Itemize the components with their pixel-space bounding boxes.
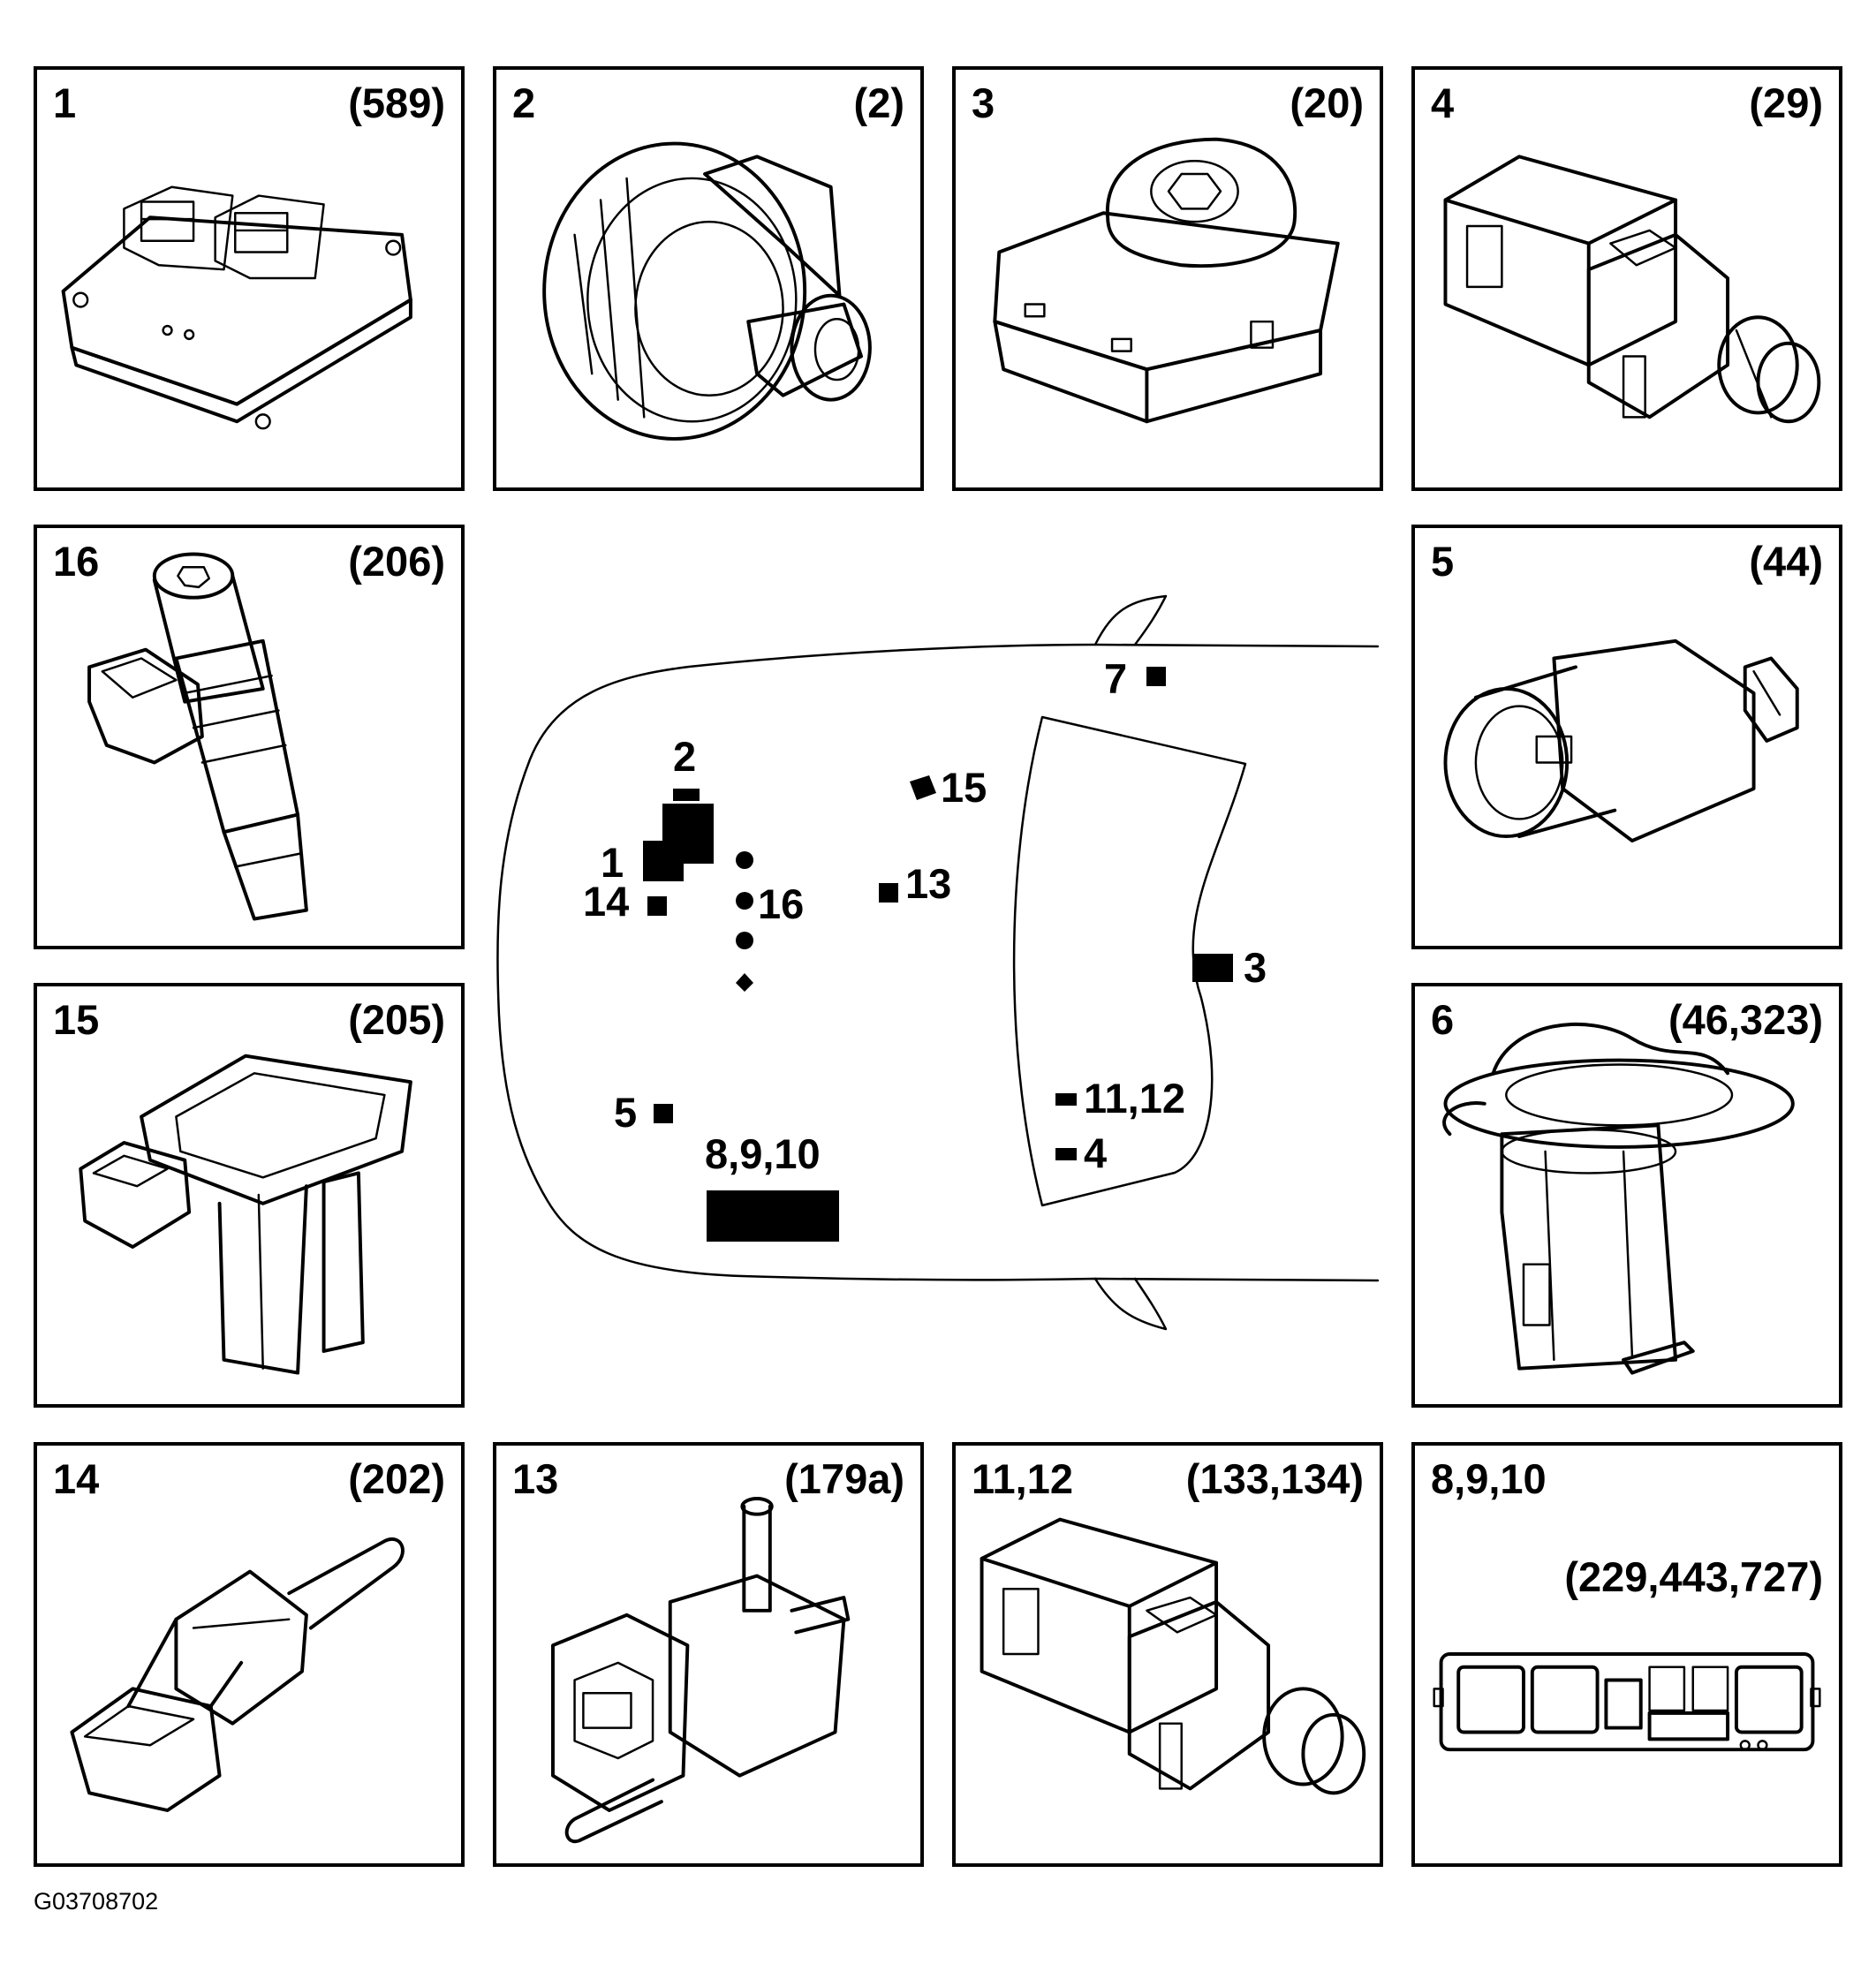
map-label-7: 7	[1104, 655, 1127, 702]
component-panel-3: 3 (20)	[952, 66, 1383, 491]
location-marker-8-9-10	[707, 1190, 839, 1242]
panel-number: 15	[53, 996, 100, 1043]
location-marker-16b	[736, 892, 753, 910]
panel-number: 8,9,10	[1431, 1455, 1547, 1502]
component-panel-11-12: 11,12 (133,134)	[952, 1442, 1383, 1867]
map-label-11-12: 11,12	[1084, 1075, 1185, 1122]
panel-number: 4	[1431, 79, 1455, 126]
map-label-16: 16	[758, 880, 804, 927]
panel-number: 6	[1431, 996, 1455, 1043]
location-marker-4	[1055, 1148, 1077, 1160]
panel-reference: (44)	[1749, 538, 1823, 585]
location-marker-7	[1146, 667, 1166, 686]
panel-number: 2	[512, 79, 536, 126]
vehicle-outline	[496, 643, 1380, 1282]
relay-box-icon	[1433, 1652, 1821, 1752]
panel-reference: (202)	[348, 1455, 445, 1502]
map-label-14: 14	[583, 878, 629, 925]
panel-reference: (133,134)	[1185, 1455, 1364, 1502]
temperature-sensor-icon	[70, 1537, 405, 1812]
panel-reference: (205)	[348, 996, 445, 1043]
figure-code: G03708702	[34, 1888, 159, 1915]
control-module-icon	[61, 185, 412, 430]
windshield-outline	[1012, 715, 1247, 1207]
mirror-right	[1093, 1277, 1168, 1331]
location-marker-16d	[736, 973, 753, 992]
panel-reference: (29)	[1749, 79, 1823, 126]
solenoid-valve-icon	[551, 1497, 851, 1844]
component-panel-8-9-10: 8,9,10 (229,443,727)	[1411, 1442, 1842, 1867]
map-label-13: 13	[905, 860, 951, 907]
component-panel-13: 13 (179a)	[493, 1442, 924, 1867]
component-panel-5: 5 (44)	[1411, 525, 1842, 949]
location-marker-15	[910, 775, 936, 800]
map-label-1: 1	[601, 839, 624, 886]
component-panel-15: 15 (205)	[34, 983, 465, 1408]
panel-reference: (179a)	[784, 1455, 904, 1502]
component-panel-1: 1 (589)	[34, 66, 465, 491]
panel-number: 1	[53, 79, 77, 126]
location-marker-5	[654, 1104, 673, 1123]
vehicle-location-map: 7 15 2 1 14 16 13 3 5 11,12 4 8,9,10	[496, 594, 1380, 1331]
panel-number: 16	[53, 538, 100, 585]
component-panel-2: 2 (2)	[493, 66, 924, 491]
fuel-pump-icon	[1442, 1023, 1795, 1375]
pedal-switch-icon	[980, 1517, 1366, 1795]
location-marker-11-12	[1055, 1093, 1077, 1106]
panel-reference: (46,323)	[1668, 996, 1823, 1043]
brake-light-switch-icon	[1443, 155, 1821, 424]
map-label-4: 4	[1084, 1129, 1107, 1176]
panel-number: 5	[1431, 538, 1455, 585]
pressure-sensor-icon	[1443, 638, 1799, 842]
panel-reference: (229,443,727)	[1564, 1553, 1823, 1600]
location-marker-2-cap	[673, 789, 700, 801]
alternator-icon	[542, 141, 872, 441]
panel-number: 11,12	[972, 1455, 1074, 1502]
location-marker-1	[643, 841, 684, 881]
location-marker-16a	[736, 851, 753, 869]
location-marker-14	[647, 896, 667, 916]
panel-reference: (589)	[348, 79, 445, 126]
panel-reference: (20)	[1290, 79, 1364, 126]
location-marker-13	[879, 883, 898, 903]
panel-reference: (2)	[853, 79, 904, 126]
mass-airflow-sensor-icon	[79, 1054, 412, 1375]
location-marker-16c	[736, 932, 753, 949]
map-label-5: 5	[614, 1089, 637, 1136]
panel-number: 14	[53, 1455, 100, 1502]
location-marker-3	[1192, 954, 1233, 982]
map-label-2: 2	[673, 733, 696, 780]
mirror-left	[1093, 594, 1168, 646]
fuel-injector-icon	[87, 552, 308, 921]
component-panel-4: 4 (29)	[1411, 66, 1842, 491]
panel-number: 3	[972, 79, 995, 126]
component-panel-16: 16 (206)	[34, 525, 465, 949]
map-label-15: 15	[941, 764, 987, 811]
component-panel-14: 14 (202)	[34, 1442, 465, 1867]
ignition-switch-icon	[993, 137, 1340, 424]
map-label-3: 3	[1244, 944, 1267, 991]
panel-number: 13	[512, 1455, 559, 1502]
component-panel-6: 6 (46,323)	[1411, 983, 1842, 1408]
map-label-8-9-10: 8,9,10	[705, 1130, 821, 1177]
panel-reference: (206)	[348, 538, 445, 585]
